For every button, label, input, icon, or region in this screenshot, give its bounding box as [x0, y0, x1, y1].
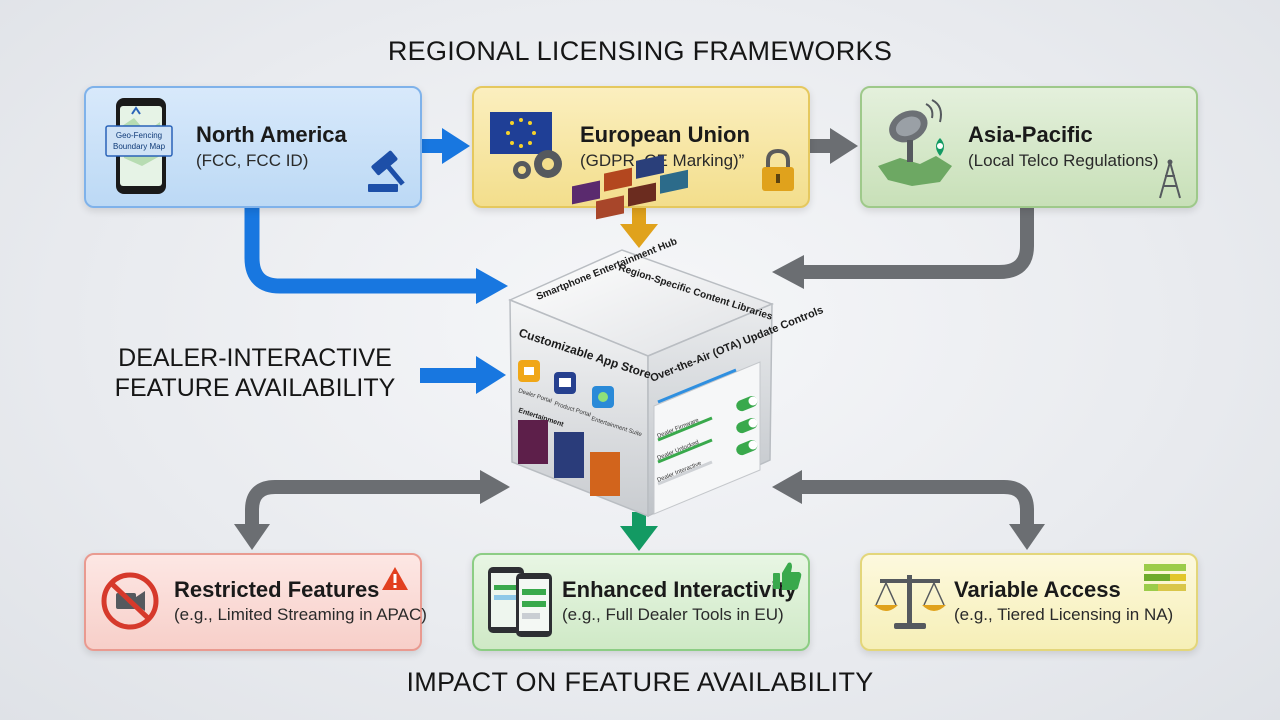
arrow-eu-to-cube: [620, 206, 658, 248]
arrow-cube-to-variable: [772, 470, 1045, 550]
bottom-heading: IMPACT ON FEATURE AVAILABILITY: [406, 667, 874, 697]
side-heading-line2: FEATURE AVAILABILITY: [114, 374, 396, 402]
telecom-tower-icon: [1159, 159, 1181, 199]
restricted-features-title: Restricted Features: [174, 577, 380, 602]
cube-app-icons: [518, 360, 614, 408]
enhanced-interactivity-subtitle: (e.g., Full Dealer Tools in EU): [562, 605, 784, 624]
no-video-icon: [101, 572, 159, 630]
enhanced-interactivity-title: Enhanced Interactivity: [562, 577, 797, 602]
tier-bars-icon: [1144, 564, 1186, 591]
eu-flag-gears-icon: [490, 112, 562, 179]
cube-ota-toggles: [736, 395, 758, 456]
asia-pacific-title: Asia-Pacific: [968, 122, 1093, 147]
dealer-phones-icon: [488, 567, 552, 637]
cube-top-thumbnails: [572, 154, 688, 220]
variable-access-subtitle: (e.g., Tiered Licensing in NA): [954, 605, 1174, 624]
asia-pacific-box: Asia-Pacific (Local Telco Regulations): [860, 86, 1198, 208]
variable-access-box: Variable Access (e.g., Tiered Licensing …: [860, 553, 1198, 651]
arrow-na-to-cube: [244, 206, 508, 304]
geo-fencing-phone-icon: Geo-Fencing Boundary Map: [105, 98, 173, 194]
asia-pacific-subtitle: (Local Telco Regulations): [968, 151, 1159, 170]
top-heading: REGIONAL LICENSING FRAMEWORKS: [387, 36, 893, 66]
north-america-box: Geo-Fencing Boundary Map North America (…: [84, 86, 422, 208]
north-america-subtitle: (FCC, FCC ID): [196, 151, 309, 170]
side-heading: DEALER-INTERACTIVE FEATURE AVAILABILITY: [100, 343, 410, 403]
arrow-cube-to-restricted: [234, 470, 510, 550]
arrow-eu-to-ap: [810, 128, 858, 164]
restricted-features-subtitle: (e.g., Limited Streaming in APAC): [174, 605, 427, 624]
phone-label-1: Geo-Fencing: [116, 131, 162, 140]
north-america-title: North America: [196, 122, 347, 147]
side-heading-line1: DEALER-INTERACTIVE: [118, 344, 392, 372]
scales-icon: [874, 575, 946, 629]
thumbs-up-icon: [773, 562, 802, 590]
lock-icon: [762, 148, 794, 191]
warning-icon: [382, 567, 408, 590]
phone-label-2: Boundary Map: [113, 142, 166, 151]
arrow-dealer-to-cube: [420, 356, 506, 394]
restricted-features-box: Restricted Features (e.g., Limited Strea…: [84, 553, 427, 651]
arrow-na-to-eu: [422, 128, 470, 164]
variable-access-title: Variable Access: [954, 577, 1121, 602]
arrow-cube-to-enhanced: [620, 512, 658, 551]
enhanced-interactivity-box: Enhanced Interactivity (e.g., Full Deale…: [472, 553, 810, 651]
cube-entertainment-posters: [518, 420, 620, 496]
european-union-title: European Union: [580, 122, 750, 147]
gavel-icon: [368, 150, 405, 192]
satellite-map-icon: [878, 99, 952, 186]
cube-ota-rows: [657, 416, 713, 486]
arrow-ap-to-cube: [772, 206, 1034, 289]
